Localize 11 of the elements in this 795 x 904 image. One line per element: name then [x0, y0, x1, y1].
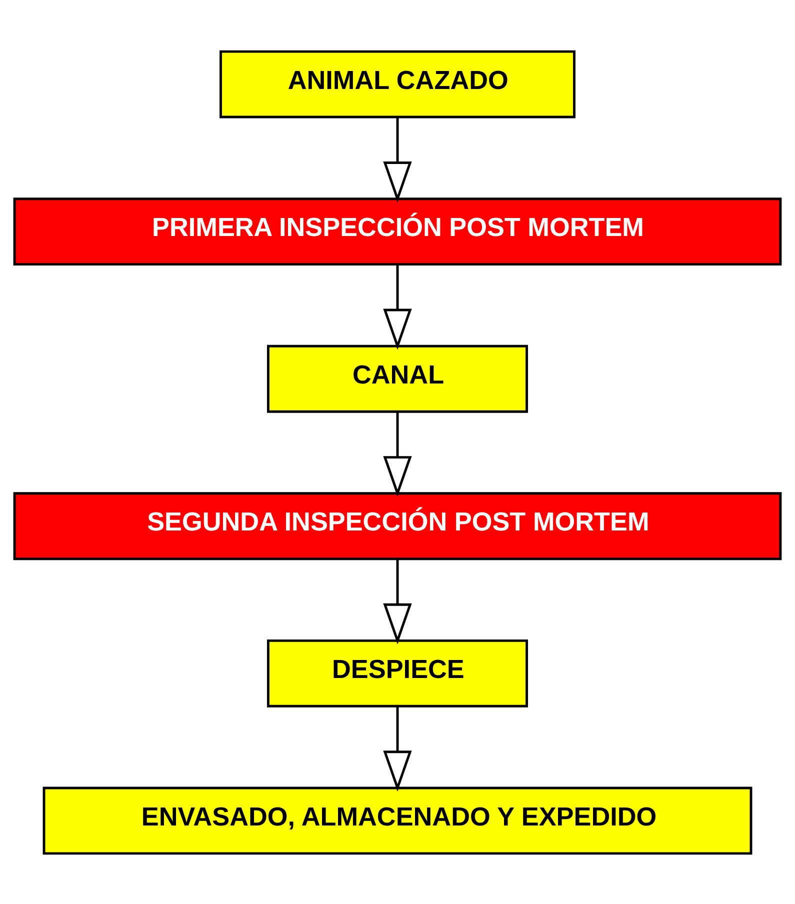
node-box: DESPIECE	[266, 638, 528, 707]
node-box: ANIMAL CAZADO	[220, 50, 576, 118]
arrow	[383, 264, 412, 350]
arrow	[383, 706, 412, 792]
arrow	[383, 558, 412, 644]
node-box: ENVASADO, ALMACENADO Y EXPEDIDO	[42, 786, 752, 854]
node-box: CANAL	[266, 344, 528, 412]
arrow	[383, 116, 412, 202]
node-box: SEGUNDA INSPECCIÓN POST MORTEM	[13, 492, 782, 560]
arrow	[383, 411, 412, 497]
node-box: PRIMERA INSPECCIÓN POST MORTEM	[13, 197, 782, 266]
